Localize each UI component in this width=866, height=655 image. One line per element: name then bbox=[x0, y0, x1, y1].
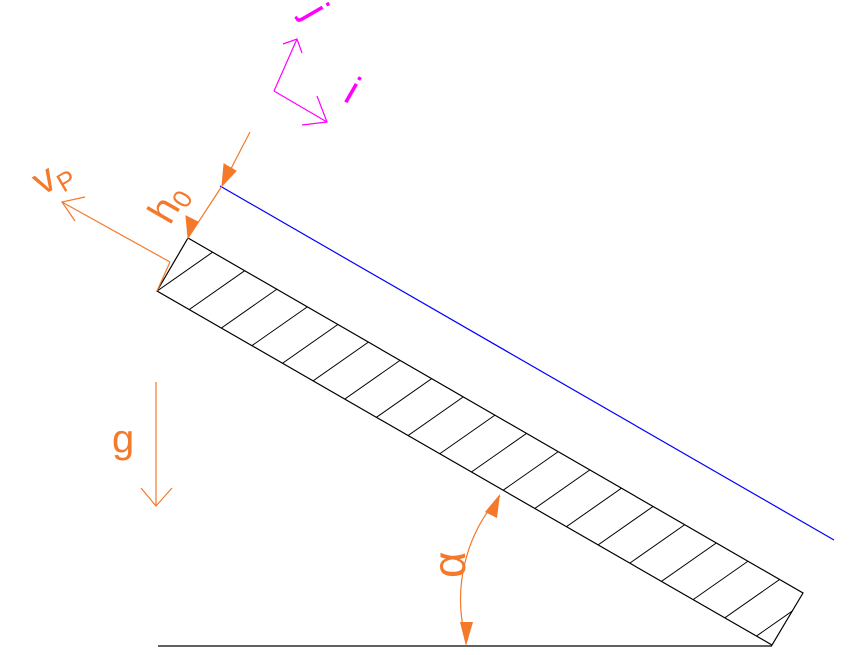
inclined-slab bbox=[156, 237, 804, 646]
velocity-arrow bbox=[61, 196, 171, 292]
axis-i-arrowhead bbox=[301, 95, 328, 126]
axis-j-arrowhead bbox=[282, 38, 303, 54]
slab-outline bbox=[156, 237, 804, 646]
axis-i-line bbox=[273, 90, 328, 123]
axis-j-label: j bbox=[294, 0, 337, 26]
height-arrowhead-top bbox=[221, 163, 237, 188]
gravity-label: g bbox=[112, 417, 134, 461]
height-arrowhead-bottom bbox=[185, 215, 199, 240]
slab-hatching bbox=[157, 239, 803, 645]
coordinate-axes bbox=[273, 38, 328, 126]
angle-label: α bbox=[423, 551, 475, 578]
velocity-label: vP bbox=[25, 147, 82, 208]
angle-arrowhead-top bbox=[485, 494, 500, 518]
angle-arc bbox=[459, 494, 501, 646]
axis-j-line bbox=[273, 38, 298, 92]
height-dimension bbox=[185, 131, 251, 240]
free-surface-line bbox=[219, 185, 835, 541]
gravity-arrow bbox=[140, 382, 173, 507]
axis-i-label: i bbox=[338, 70, 368, 113]
angle-arrowhead-bottom bbox=[460, 622, 473, 646]
